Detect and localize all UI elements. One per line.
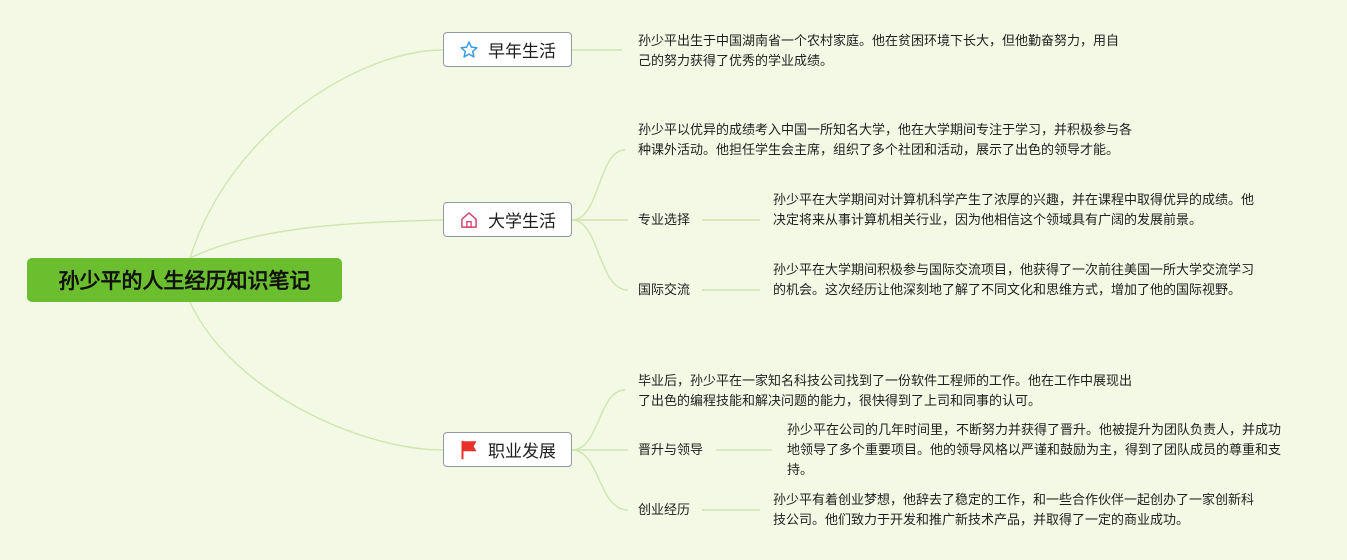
sub-promotion-leadership-label[interactable]: 晋升与领导 (638, 443, 704, 458)
branch-career[interactable]: 职业发展 (443, 432, 572, 467)
sub-major-choice-text: 孙少平在大学期间对计算机科学产生了浓厚的兴趣，并在课程中取得优异的成绩。他决定将… (773, 193, 1255, 228)
root-node[interactable]: 孙少平的人生经历知识笔记 (27, 258, 342, 302)
branch-early-life-label: 早年生活 (488, 42, 556, 62)
branch-college-life-label: 大学生活 (488, 212, 556, 232)
early-life-text: 孙少平出生于中国湖南省一个农村家庭。他在贫困环境下长大，但他勤奋努力，用自己的努… (638, 34, 1120, 69)
connector-root-early (189, 49, 444, 259)
sub-international-exchange-label[interactable]: 国际交流 (638, 283, 691, 298)
branch-early-life[interactable]: 早年生活 (443, 32, 572, 67)
sub-entrepreneurship-text: 孙少平有着创业梦想，他辞去了稳定的工作，和一些合作伙伴一起创办了一家创新科技公司… (773, 493, 1255, 528)
root-title: 孙少平的人生经历知识笔记 (58, 269, 311, 293)
house-icon (458, 209, 480, 231)
connector-career-text (571, 389, 626, 451)
sub-international-exchange-text: 孙少平在大学期间积极参与国际交流项目，他获得了一次前往美国一所大学交流学习的机会… (773, 263, 1255, 298)
college-life-text: 孙少平以优异的成绩考入中国一所知名大学，他在大学期间专注于学习，并积极参与各种课… (638, 123, 1133, 158)
connector-college-text (571, 149, 626, 221)
star-icon (458, 39, 480, 61)
connector-root-college (189, 219, 444, 259)
connector-college-sub2 (571, 219, 629, 291)
career-text: 毕业后，孙少平在一家知名科技公司找到了一份软件工程师的工作。他在工作中展现出了出… (638, 374, 1133, 409)
sub-major-choice-label[interactable]: 专业选择 (638, 213, 691, 228)
connector-career-sub2 (571, 449, 629, 511)
sub-promotion-leadership-text: 孙少平在公司的几年时间里，不断努力并获得了晋升。他被提升为团队负责人，并成功地领… (787, 423, 1282, 478)
branch-career-label: 职业发展 (488, 442, 556, 462)
red-flag-icon (458, 439, 480, 461)
sub-entrepreneurship-label[interactable]: 创业经历 (638, 503, 691, 518)
branch-college-life[interactable]: 大学生活 (443, 202, 572, 237)
connector-root-career (189, 301, 444, 451)
